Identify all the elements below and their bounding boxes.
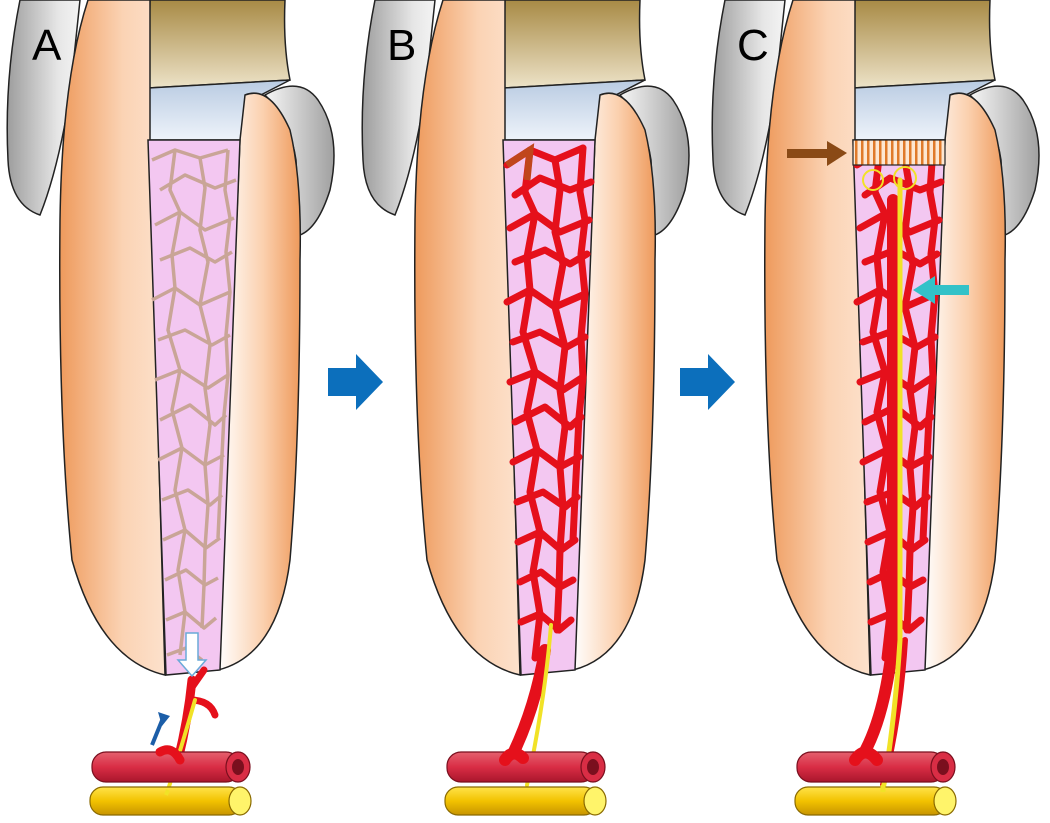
nerve-bundle-tube (794, 786, 957, 816)
panel-label-c: C (737, 21, 769, 70)
panel-label-a: A (32, 21, 62, 70)
nerve-bundle-tube (444, 786, 607, 816)
panel-c: C (711, 0, 1040, 816)
cell-influx-arrow-icon (176, 632, 208, 678)
blood-vessel-tube (91, 751, 251, 783)
blood-vessel-tube (796, 751, 956, 783)
nerve-bundle-tube (89, 786, 252, 816)
panel-label-b: B (387, 21, 416, 70)
panel-a: A (6, 0, 335, 816)
nerve-pointer-icon (913, 276, 969, 304)
panel-b: B (361, 0, 690, 816)
dentin-bridge (852, 139, 946, 166)
progression-arrow-icon (680, 354, 735, 410)
migration-arrow-icon (150, 712, 170, 746)
dentin-bridge-pointer-icon (787, 141, 847, 166)
progression-arrow-icon (328, 354, 383, 410)
